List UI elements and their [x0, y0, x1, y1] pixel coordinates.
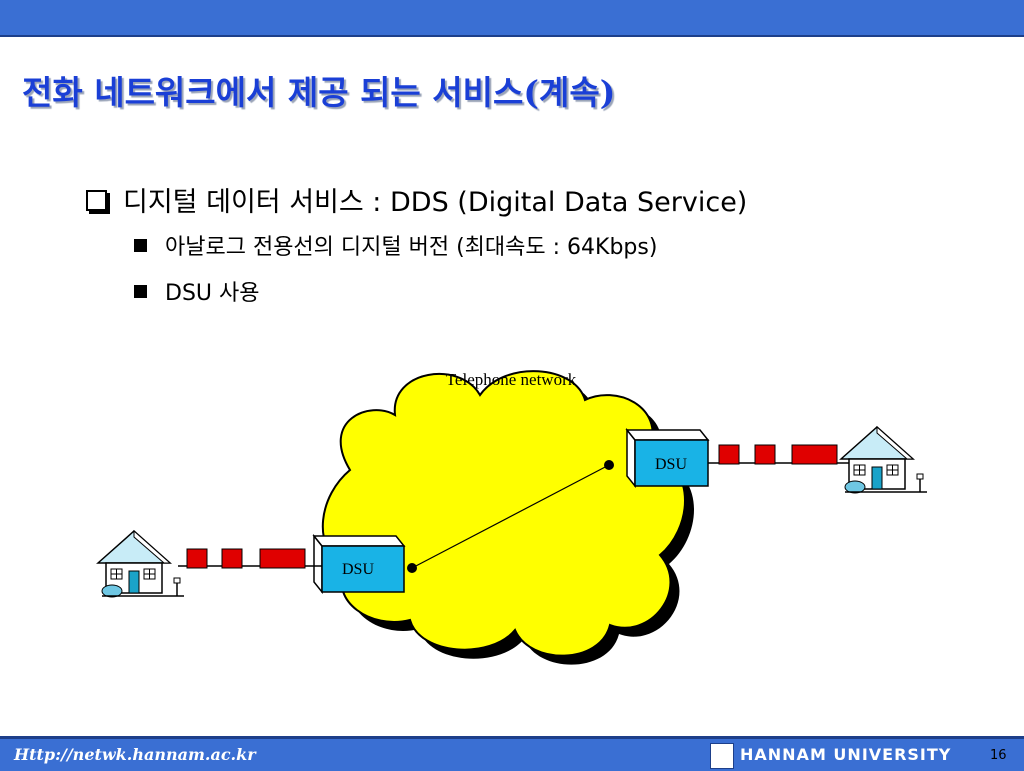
university-logo-icon	[710, 743, 734, 769]
signal-block	[259, 548, 306, 569]
signal-block	[221, 548, 243, 569]
signal-block	[186, 548, 208, 569]
sub-bullet-text: DSU 사용	[165, 281, 260, 306]
sub-bullet-text: 아날로그 전용선의 디지털 버전 (최대속도 : 64Kbps)	[165, 235, 658, 260]
dsu-left: DSU	[312, 533, 406, 595]
university-name: HANNAM UNIVERSITY	[740, 745, 952, 764]
dsu-right-label: DSU	[655, 456, 687, 473]
right-connection-dot	[604, 460, 614, 470]
square-bullet-icon	[134, 238, 147, 252]
network-connection-line	[411, 464, 610, 569]
network-label: Telephone network	[446, 370, 577, 389]
square-bullet-icon	[134, 284, 147, 298]
top-bar	[0, 0, 1024, 37]
slide-title: 전화 네트워크에서 제공 되는 서비스(계속)	[22, 73, 616, 112]
footer-url: Http://netwk.hannam.ac.kr	[14, 745, 256, 764]
checkbox-bullet-icon	[86, 190, 107, 211]
sub-bullet-1: 아날로그 전용선의 디지털 버전 (최대속도 : 64Kbps)	[134, 229, 657, 261]
main-bullet-text: 디지털 데이터 서비스 : DDS (Digital Data Service)	[123, 187, 748, 218]
main-bullet: 디지털 데이터 서비스 : DDS (Digital Data Service)	[86, 180, 747, 219]
signal-block	[754, 444, 776, 465]
page-number: 16	[990, 748, 1007, 763]
sub-bullet-2: DSU 사용	[134, 275, 259, 307]
house-right-icon	[840, 426, 928, 494]
dsu-right: DSU	[625, 427, 710, 489]
footer-bar: Http://netwk.hannam.ac.kr HANNAM UNIVERS…	[0, 736, 1024, 771]
left-connection-dot	[407, 563, 417, 573]
signal-block	[791, 444, 838, 465]
signal-block	[718, 444, 740, 465]
dsu-left-label: DSU	[342, 561, 374, 578]
network-cloud	[321, 370, 686, 657]
house-left-icon	[97, 530, 185, 598]
